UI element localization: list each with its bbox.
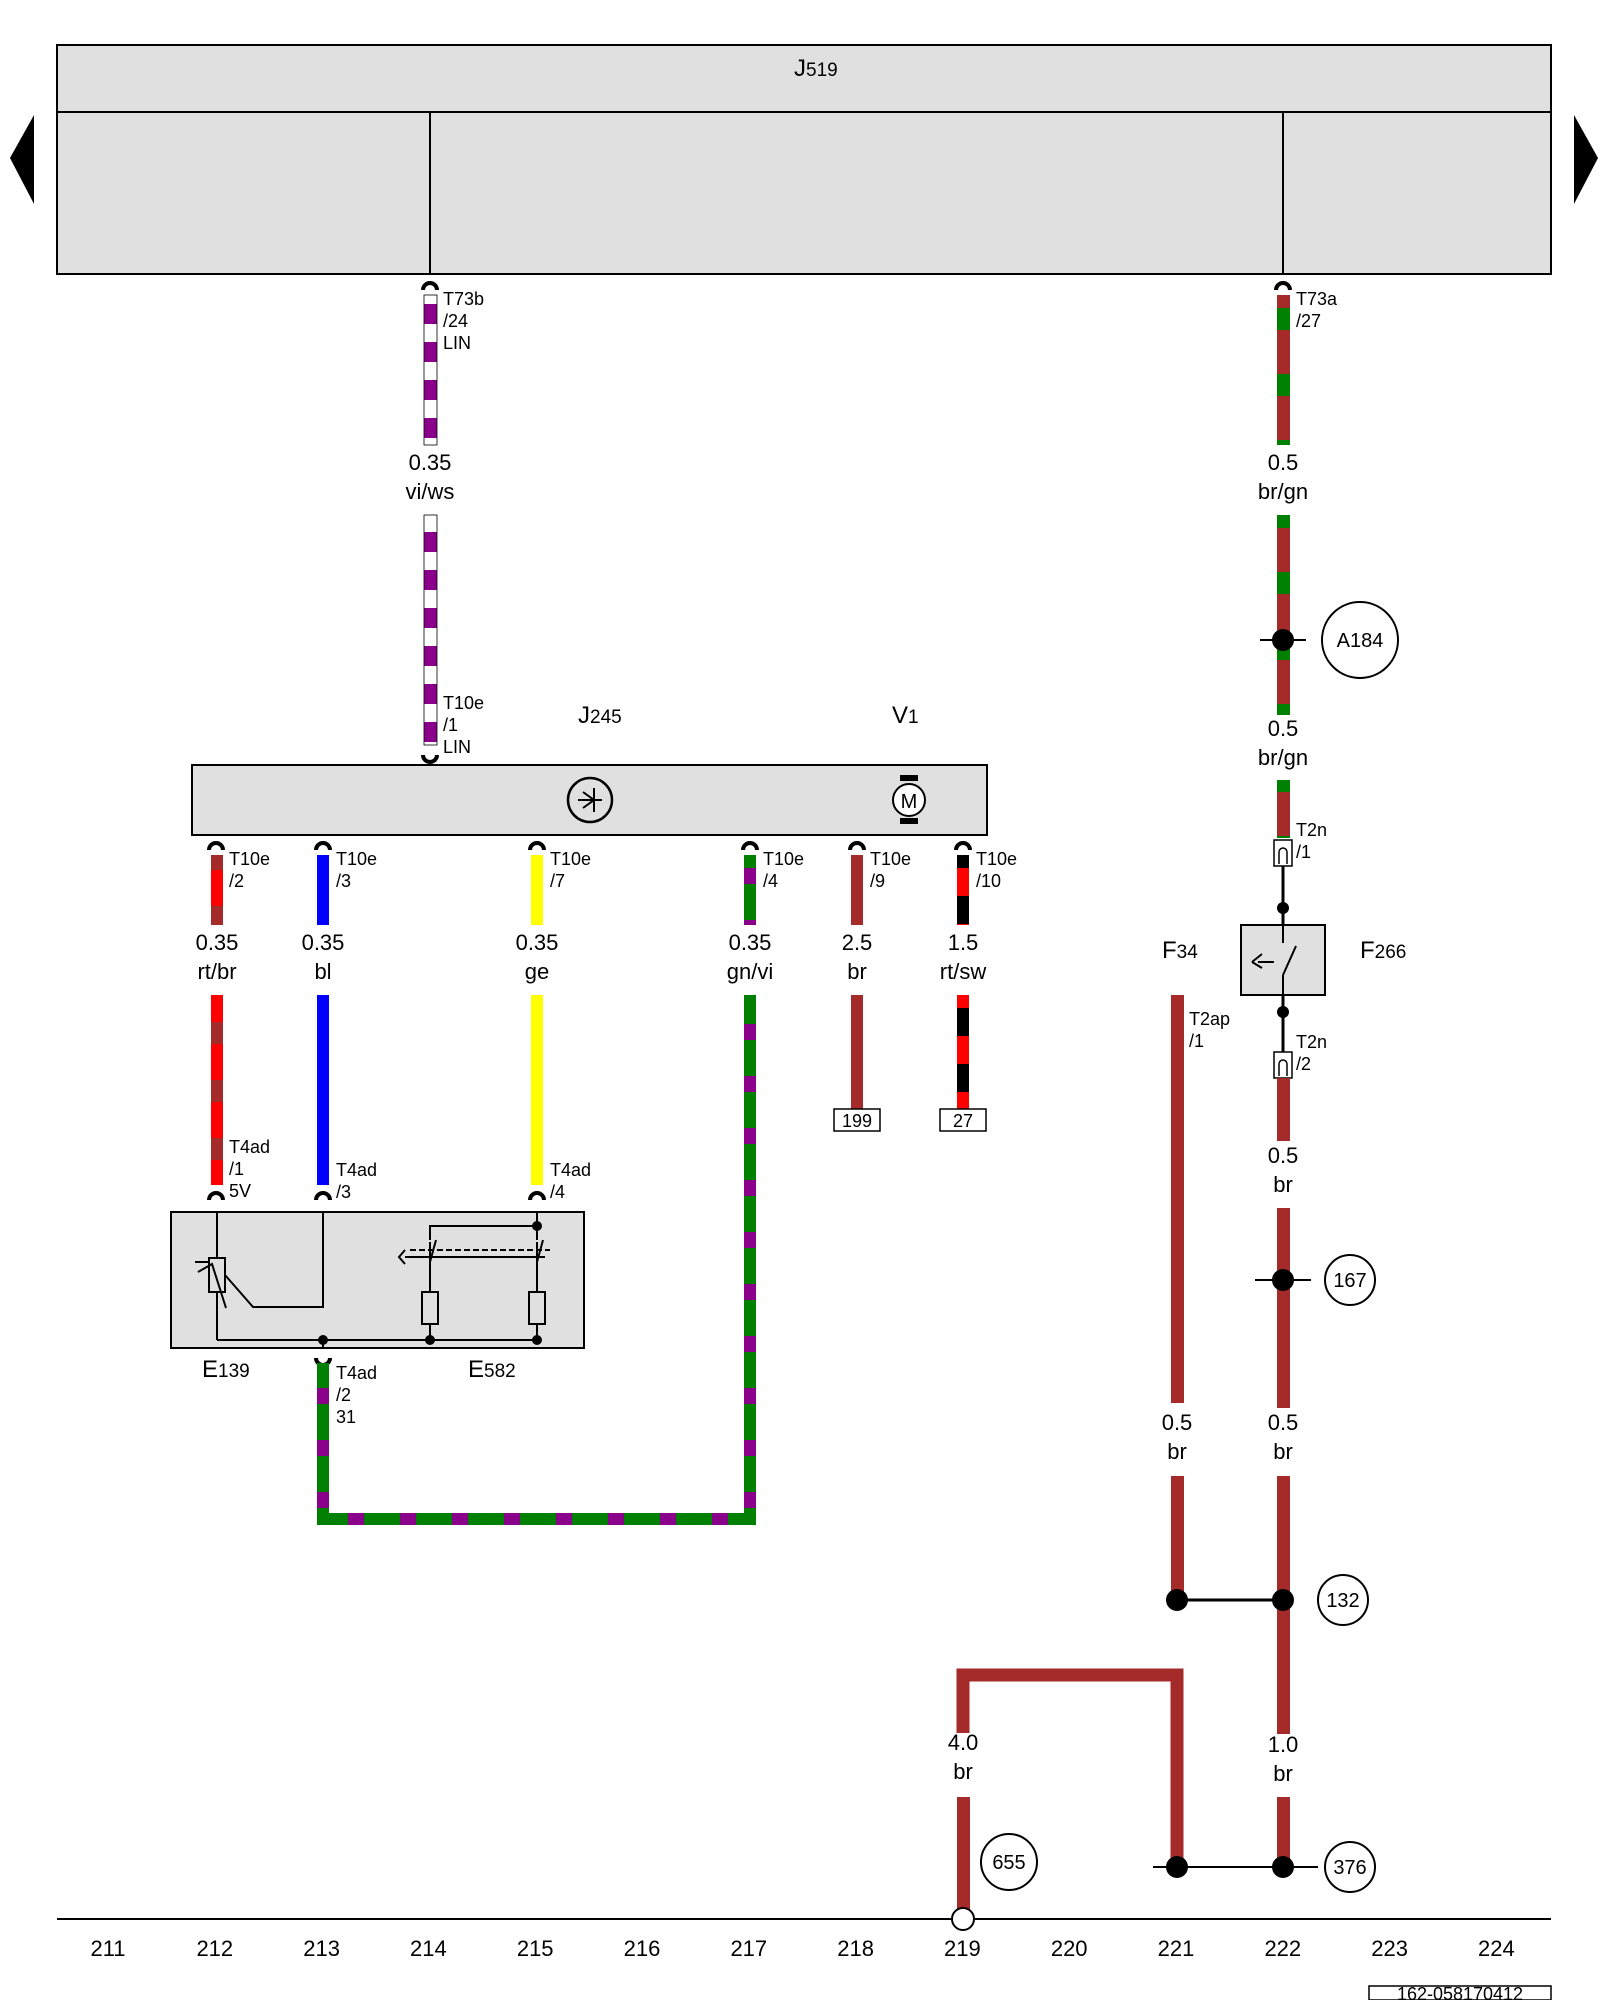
ref-655: [980, 1833, 1038, 1891]
ref-376-label: 376: [1333, 1857, 1366, 1879]
axis-label: 216: [624, 1936, 661, 1961]
axis-label: 224: [1478, 1936, 1515, 1961]
axis-label: 221: [1158, 1936, 1195, 1961]
ref-a184-label: A184: [1337, 630, 1384, 652]
ref-167: [1324, 1254, 1376, 1306]
axis-label: 217: [730, 1936, 767, 1961]
e139-e582-sensor: E139 E582: [170, 1211, 585, 1383]
connector-t4ad-3: T4ad/3: [336, 1160, 377, 1202]
ref-27-box: [939, 1108, 987, 1132]
connector-t4ad-4: T4ad/4: [550, 1160, 591, 1202]
axis-label: 212: [196, 1936, 233, 1961]
axis-label: 211: [90, 1936, 125, 1961]
ref-199-box: [833, 1108, 881, 1132]
axis-label: 220: [1051, 1936, 1088, 1961]
ref-a184: [1321, 601, 1399, 679]
connector-t2n-2-box: [1273, 1051, 1293, 1079]
ref-167-label: 167: [1333, 1270, 1366, 1292]
ground-point-icon: [951, 1907, 975, 1931]
axis-label: 219: [944, 1936, 981, 1961]
connector-t10e-10: T10e/10: [976, 849, 1017, 891]
ref-27-label: 27: [953, 1111, 973, 1131]
connector-t10e-7: T10e/7: [550, 849, 591, 891]
axis-label: 214: [410, 1936, 447, 1961]
j245-v1-unit: J245 V1 M: [191, 702, 988, 836]
ref-655-label: 655: [992, 1852, 1025, 1874]
axis-label: 218: [837, 1936, 874, 1961]
connector-t2n-1-box: [1273, 839, 1293, 867]
ref-132-label: 132: [1326, 1590, 1359, 1612]
connector-t10e-4: T10e/4: [763, 849, 804, 891]
connector-t10e-9: T10e/9: [870, 849, 911, 891]
axis-label: 223: [1371, 1936, 1408, 1961]
connector-t73a: T73a/27: [1296, 289, 1338, 331]
f266-label: F266: [1360, 937, 1406, 964]
connector-t2ap-1: T2ap/1: [1189, 1009, 1230, 1051]
connector-t2n-2: T2n/2: [1296, 1032, 1327, 1074]
ref-376: [1324, 1841, 1376, 1893]
v1-label: V1: [892, 702, 919, 729]
f266-switch: F266 T2n/2: [1240, 924, 1406, 1079]
e139-label: E139: [202, 1356, 250, 1383]
doc-id-box: [1368, 1985, 1552, 2000]
j519-label: J519: [794, 55, 838, 82]
sunroof-icon: [566, 776, 614, 824]
bottom-axis: 211 212 213 214 215 216 217 218 219 220 221 222 223 2…: [57, 1907, 1552, 2000]
ref-199-label: 199: [842, 1111, 872, 1131]
connector-t10e-2: T10e/2: [229, 849, 270, 891]
e582-label: E582: [468, 1356, 516, 1383]
f34-label: F34: [1162, 937, 1198, 964]
triangle-right-icon[interactable]: [1574, 115, 1598, 204]
axis-label: 215: [517, 1936, 554, 1961]
ref-132: [1317, 1574, 1369, 1626]
axis-label: 213: [303, 1936, 340, 1961]
motor-label: M: [901, 791, 918, 813]
j519-control-unit: J519: [56, 44, 1552, 275]
triangle-left-icon[interactable]: [10, 115, 34, 204]
j245-label: J245: [578, 702, 622, 729]
connector-t2n-1: T2n/1: [1296, 820, 1327, 862]
axis-label: 222: [1264, 1936, 1301, 1961]
connector-t10e-3: T10e/3: [336, 849, 377, 891]
motor-icon: M: [892, 775, 926, 824]
doc-id: 162-058170412: [1397, 1984, 1523, 2000]
